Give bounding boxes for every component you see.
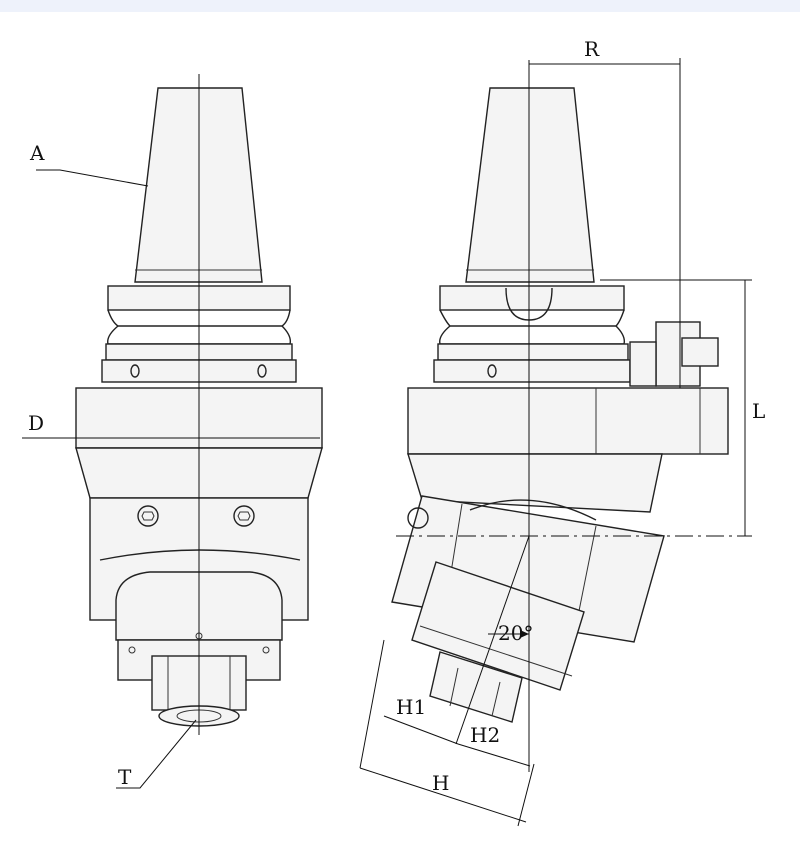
label-t: T [118,765,132,789]
lower-collar-right [433,359,631,383]
top-strip [0,0,800,12]
label-r: R [584,37,600,61]
label-l: L [752,399,765,423]
bolt-left-1 [137,505,159,527]
left-view [22,74,323,789]
leader-t [116,719,197,789]
tilted-axis [455,535,530,745]
label-h: H [432,771,449,795]
bolt-left-2 [233,505,255,527]
label-h1: H1 [396,695,426,719]
label-h2: H2 [470,723,500,747]
bolt-right [407,507,429,529]
label-d: D [28,411,44,435]
flange-right [439,285,625,311]
tilted-spindle [411,561,585,691]
taper-shank-right [465,87,595,283]
label-angle: 20° [498,621,533,645]
dim-h [359,767,527,823]
leader-a [36,169,149,187]
body-block-right [407,387,729,455]
groove-ring-right [437,343,629,361]
stop-pin [681,337,719,367]
body-bevel-right [407,453,663,513]
label-a: A [29,141,45,165]
right-view [359,58,752,827]
